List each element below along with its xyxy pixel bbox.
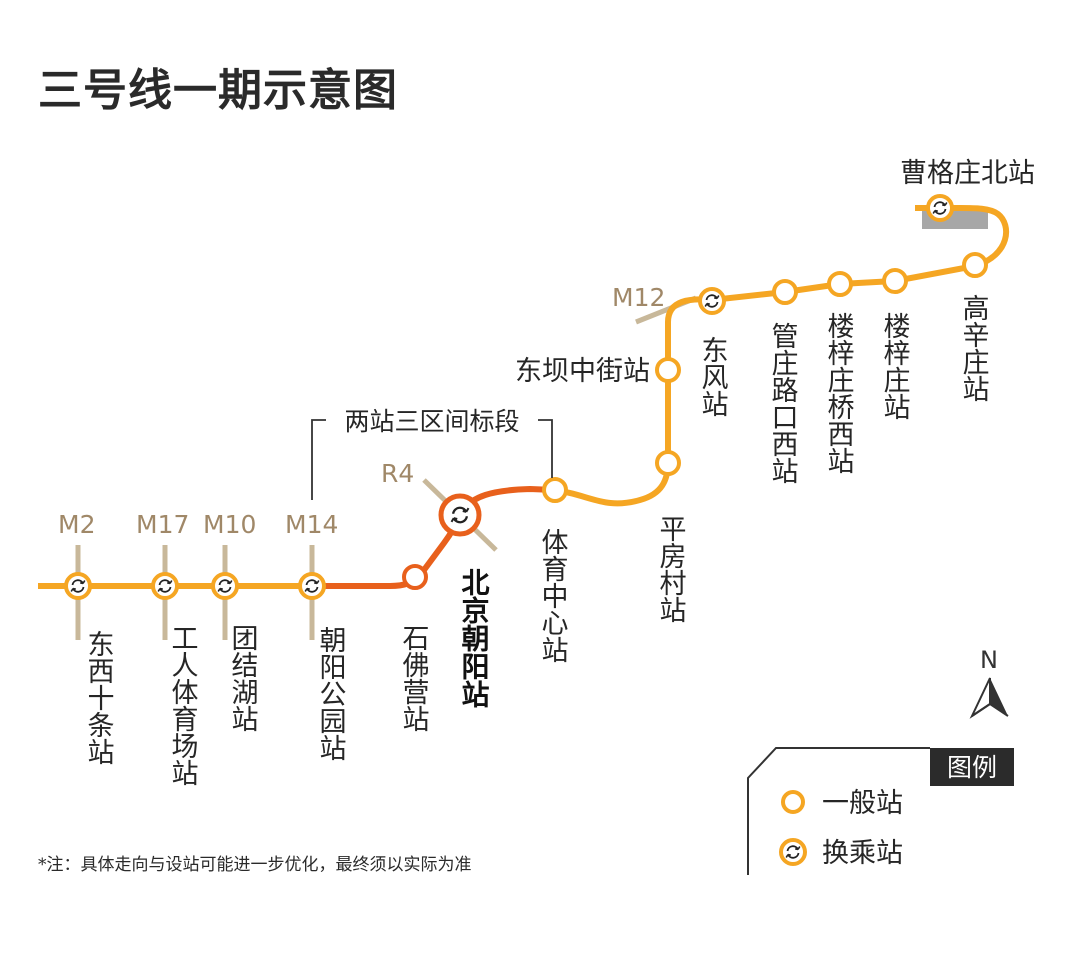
station-label-pingfangcun: 平房村站 [655,515,687,623]
line-highlight-segment [312,485,556,589]
station-marker-shifoying[interactable] [402,564,428,590]
station-label-dongbazhongjie: 东坝中街站 [515,356,650,387]
station-label-tuanjiehu: 团结湖站 [227,624,259,732]
station-label-gaoxinzhuang: 高辛庄站 [958,294,989,402]
station-label-tiyuzhongxin: 体育中心站 [537,528,569,663]
transfer-label-m17: M17 [136,510,189,539]
station-label-beijingchaoyang: 北京朝阳站 [458,568,491,708]
station-marker-pingfangcun[interactable] [655,450,681,476]
stations [64,194,988,600]
transfer-label-m2: M2 [58,510,95,539]
station-marker-louzizhuang[interactable] [882,268,908,294]
compass-arrow-icon [969,677,1009,719]
station-marker-dongbazhongjie[interactable] [655,357,681,383]
transfer-line-labels: M2 M17 M10 M14 R4 M12 [58,283,665,539]
legend-header [930,748,1014,786]
transfer-label-m14: M14 [285,510,338,539]
station-label-dongfeng: 东风站 [697,336,728,417]
legend-title: 图例 [947,753,997,782]
station-marker-beijingchaoyang[interactable] [438,493,482,537]
legend: 图例 一般站 换乘站 [747,747,1014,875]
legend-item-transfer: 换乘站 [822,838,903,869]
station-marker-tiyuzhongxin[interactable] [542,477,568,503]
footnote: *注：具体走向与设站可能进一步优化，最终须以实际为准 [38,855,472,875]
legend-item-general: 一般站 [822,788,903,819]
station-marker-dongfeng[interactable] [698,287,726,315]
station-label-caogezhuangbei: 曹格庄北站 [900,158,1035,189]
station-label-chaoyanggongyuan: 朝阳公园站 [315,626,346,761]
station-marker-dongsishitiao[interactable] [64,572,92,600]
legend-general-station-icon [781,790,805,814]
page-title: 三号线一期示意图 [38,65,398,116]
north-compass: N [969,646,1009,719]
station-label-dongsishitiao: 东西十条站 [83,630,115,765]
station-label-shifoying: 石佛营站 [398,624,430,732]
station-marker-gongrentiyuchang[interactable] [151,572,179,600]
station-marker-chaoyanggongyuan[interactable] [298,572,326,600]
transfer-label-m12: M12 [612,283,665,312]
line-east-segment [554,205,1010,507]
station-marker-louziqiaoxi[interactable] [827,271,853,297]
north-label: N [980,646,998,674]
station-label-louziqiaoxi: 楼梓庄桥西站 [823,312,855,474]
segment-bracket: 两站三区间标段 [311,407,553,500]
legend-transfer-station-icon [779,838,807,866]
station-label-louzizhuang: 楼梓庄站 [879,312,911,420]
station-labels: 东西十条站 工人体育场站 团结湖站 朝阳公园站 石佛营站 北京朝阳站 体育中心站… [83,158,1036,786]
station-marker-caogezhuangbei[interactable] [926,194,954,222]
transfer-label-r4: R4 [381,459,414,488]
station-label-guanzhuangluxi: 管庄路口西站 [767,322,798,484]
segment-label: 两站三区间标段 [344,407,519,436]
station-marker-tuanjiehu[interactable] [211,572,239,600]
station-marker-guanzhuangluxi[interactable] [772,279,798,305]
transfer-label-m10: M10 [203,510,256,539]
station-label-gongrentiyuchang: 工人体育场站 [167,624,199,786]
station-marker-gaoxinzhuang[interactable] [962,252,988,278]
